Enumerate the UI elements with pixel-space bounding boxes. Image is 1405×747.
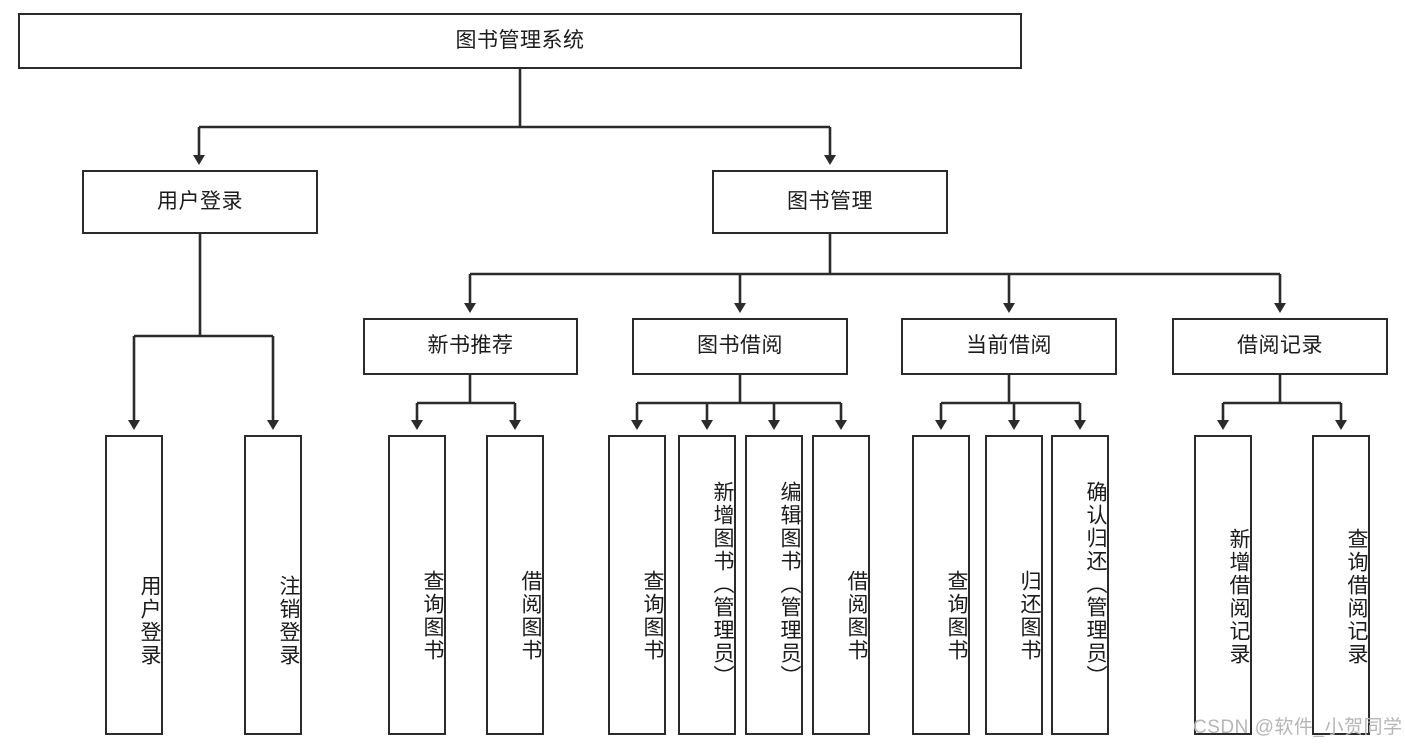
node-leaf-add-record[interactable]: 新增借阅记录 [1194, 435, 1252, 735]
node-user-login[interactable]: 用户登录 [82, 170, 318, 234]
node-leaf-borrow-book-2-label: 借阅图书 [845, 570, 868, 662]
node-leaf-logout[interactable]: 注销登录 [244, 435, 302, 735]
node-leaf-user-login-label: 用户登录 [138, 575, 161, 667]
node-leaf-query-record[interactable]: 查询借阅记录 [1312, 435, 1370, 735]
node-leaf-add-book-label: 新增图书（管理员） [711, 480, 734, 688]
node-leaf-query-record-label: 查询借阅记录 [1345, 528, 1368, 666]
node-leaf-query-book-2-label: 查询图书 [641, 570, 664, 662]
node-root-label: 图书管理系统 [455, 28, 585, 52]
node-book-manage[interactable]: 图书管理 [712, 170, 948, 234]
node-leaf-user-login[interactable]: 用户登录 [105, 435, 163, 735]
node-new-book-rec[interactable]: 新书推荐 [363, 318, 578, 375]
node-leaf-edit-book[interactable]: 编辑图书（管理员） [745, 435, 803, 735]
node-leaf-borrow-book-1[interactable]: 借阅图书 [486, 435, 544, 735]
node-leaf-confirm-return[interactable]: 确认归还（管理员） [1051, 435, 1109, 735]
node-leaf-query-book-3-label: 查询图书 [945, 570, 968, 662]
node-leaf-add-record-label: 新增借阅记录 [1227, 528, 1250, 666]
node-book-manage-label: 图书管理 [787, 189, 873, 213]
node-leaf-return-book[interactable]: 归还图书 [985, 435, 1043, 735]
node-leaf-query-book-3[interactable]: 查询图书 [912, 435, 970, 735]
node-user-login-label: 用户登录 [157, 189, 243, 213]
node-leaf-confirm-return-label: 确认归还（管理员） [1084, 480, 1107, 688]
node-leaf-borrow-book-2[interactable]: 借阅图书 [812, 435, 870, 735]
node-leaf-logout-label: 注销登录 [277, 575, 300, 667]
node-book-borrow-label: 图书借阅 [697, 334, 783, 358]
node-borrow-record[interactable]: 借阅记录 [1172, 318, 1388, 375]
node-leaf-return-book-label: 归还图书 [1018, 570, 1041, 662]
node-leaf-edit-book-label: 编辑图书（管理员） [778, 480, 801, 688]
node-current-borrow[interactable]: 当前借阅 [901, 318, 1117, 375]
node-leaf-query-book-2[interactable]: 查询图书 [608, 435, 666, 735]
node-leaf-query-book-1[interactable]: 查询图书 [388, 435, 446, 735]
node-root[interactable]: 图书管理系统 [18, 13, 1022, 69]
node-leaf-query-book-1-label: 查询图书 [421, 570, 444, 662]
node-new-book-rec-label: 新书推荐 [427, 334, 514, 358]
node-borrow-record-label: 借阅记录 [1237, 334, 1323, 358]
node-current-borrow-label: 当前借阅 [966, 334, 1052, 358]
node-leaf-borrow-book-1-label: 借阅图书 [519, 570, 542, 662]
node-leaf-add-book[interactable]: 新增图书（管理员） [678, 435, 736, 735]
node-book-borrow[interactable]: 图书借阅 [632, 318, 848, 375]
